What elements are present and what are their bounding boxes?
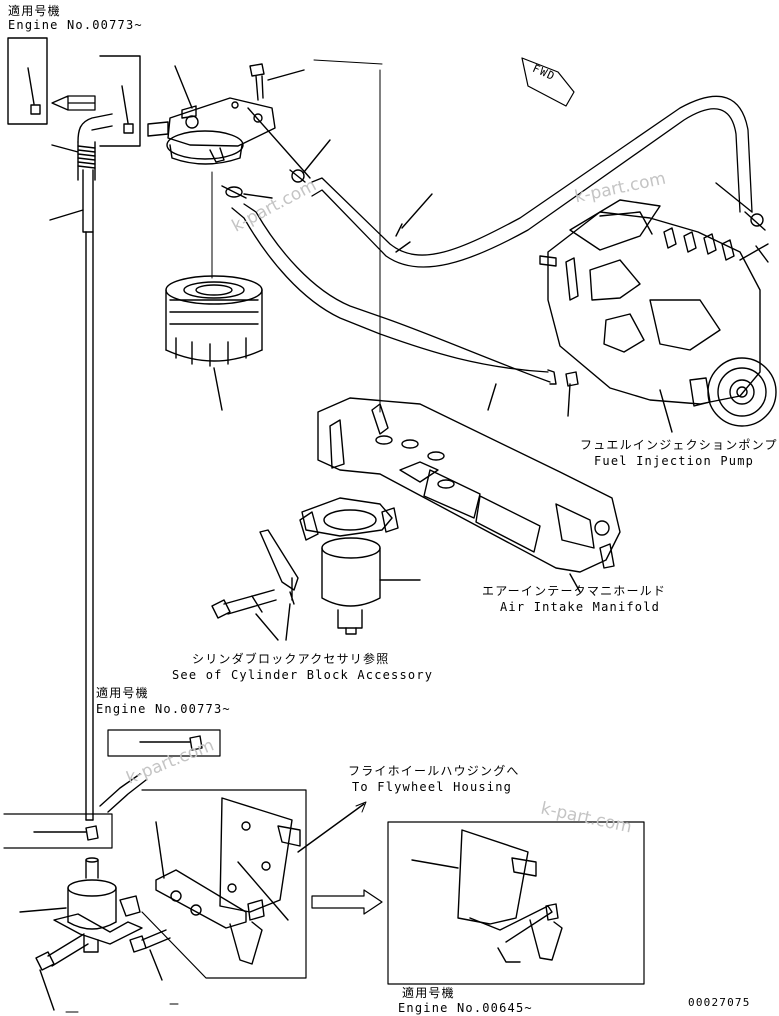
bottom-engine-number: Engine No.00645~ — [398, 1001, 533, 1015]
big-arrow — [312, 890, 382, 914]
sedimenter-bracket — [212, 530, 298, 640]
top-engine-number: Engine No.00773~ — [8, 18, 143, 32]
air-manifold-label-en: Air Intake Manifold — [500, 600, 661, 614]
fuel-pipes — [232, 96, 752, 416]
clips — [222, 140, 765, 230]
air-manifold-label-jp: エアーインテークマニホールド — [482, 584, 667, 598]
cylinder-block-label-en: See of Cylinder Block Accessory — [172, 668, 434, 682]
fwd-arrow — [522, 58, 574, 106]
mid-engine-number: Engine No.00773~ — [96, 702, 231, 716]
bottom-right-inset — [388, 822, 644, 984]
bolt-top — [250, 64, 304, 100]
water-separator — [300, 498, 420, 634]
bolts-bottom — [36, 930, 170, 1010]
pump-bracket — [142, 790, 306, 978]
electric-fuel-pump — [20, 858, 142, 952]
bottom-applicable-label: 適用号機 — [402, 986, 455, 1000]
air-intake-manifold — [318, 398, 620, 592]
hose-with-spring — [50, 114, 112, 820]
middle-inset — [108, 730, 220, 756]
drawing-number: 00027075 — [688, 996, 751, 1009]
cylinder-block-label-jp: シリンダブロックアクセサリ参照 — [192, 652, 390, 666]
fuel-filter-head — [148, 66, 310, 178]
bottom-left-inset — [4, 814, 112, 848]
top-left-inset — [8, 38, 140, 146]
top-applicable-label: 適用号機 — [8, 4, 61, 18]
mid-applicable-label: 適用号機 — [96, 686, 149, 700]
filter-cartridge — [166, 276, 262, 410]
fuel-pump-label-jp: フュエルインジェクションポンプ — [580, 438, 778, 452]
fuel-pump-label-en: Fuel Injection Pump — [594, 454, 755, 468]
fuel-injection-pump — [540, 200, 776, 432]
flywheel-label-en: To Flywheel Housing — [352, 780, 513, 794]
flywheel-label-jp: フライホイールハウジングへ — [348, 764, 520, 778]
lower-hose — [86, 774, 146, 820]
